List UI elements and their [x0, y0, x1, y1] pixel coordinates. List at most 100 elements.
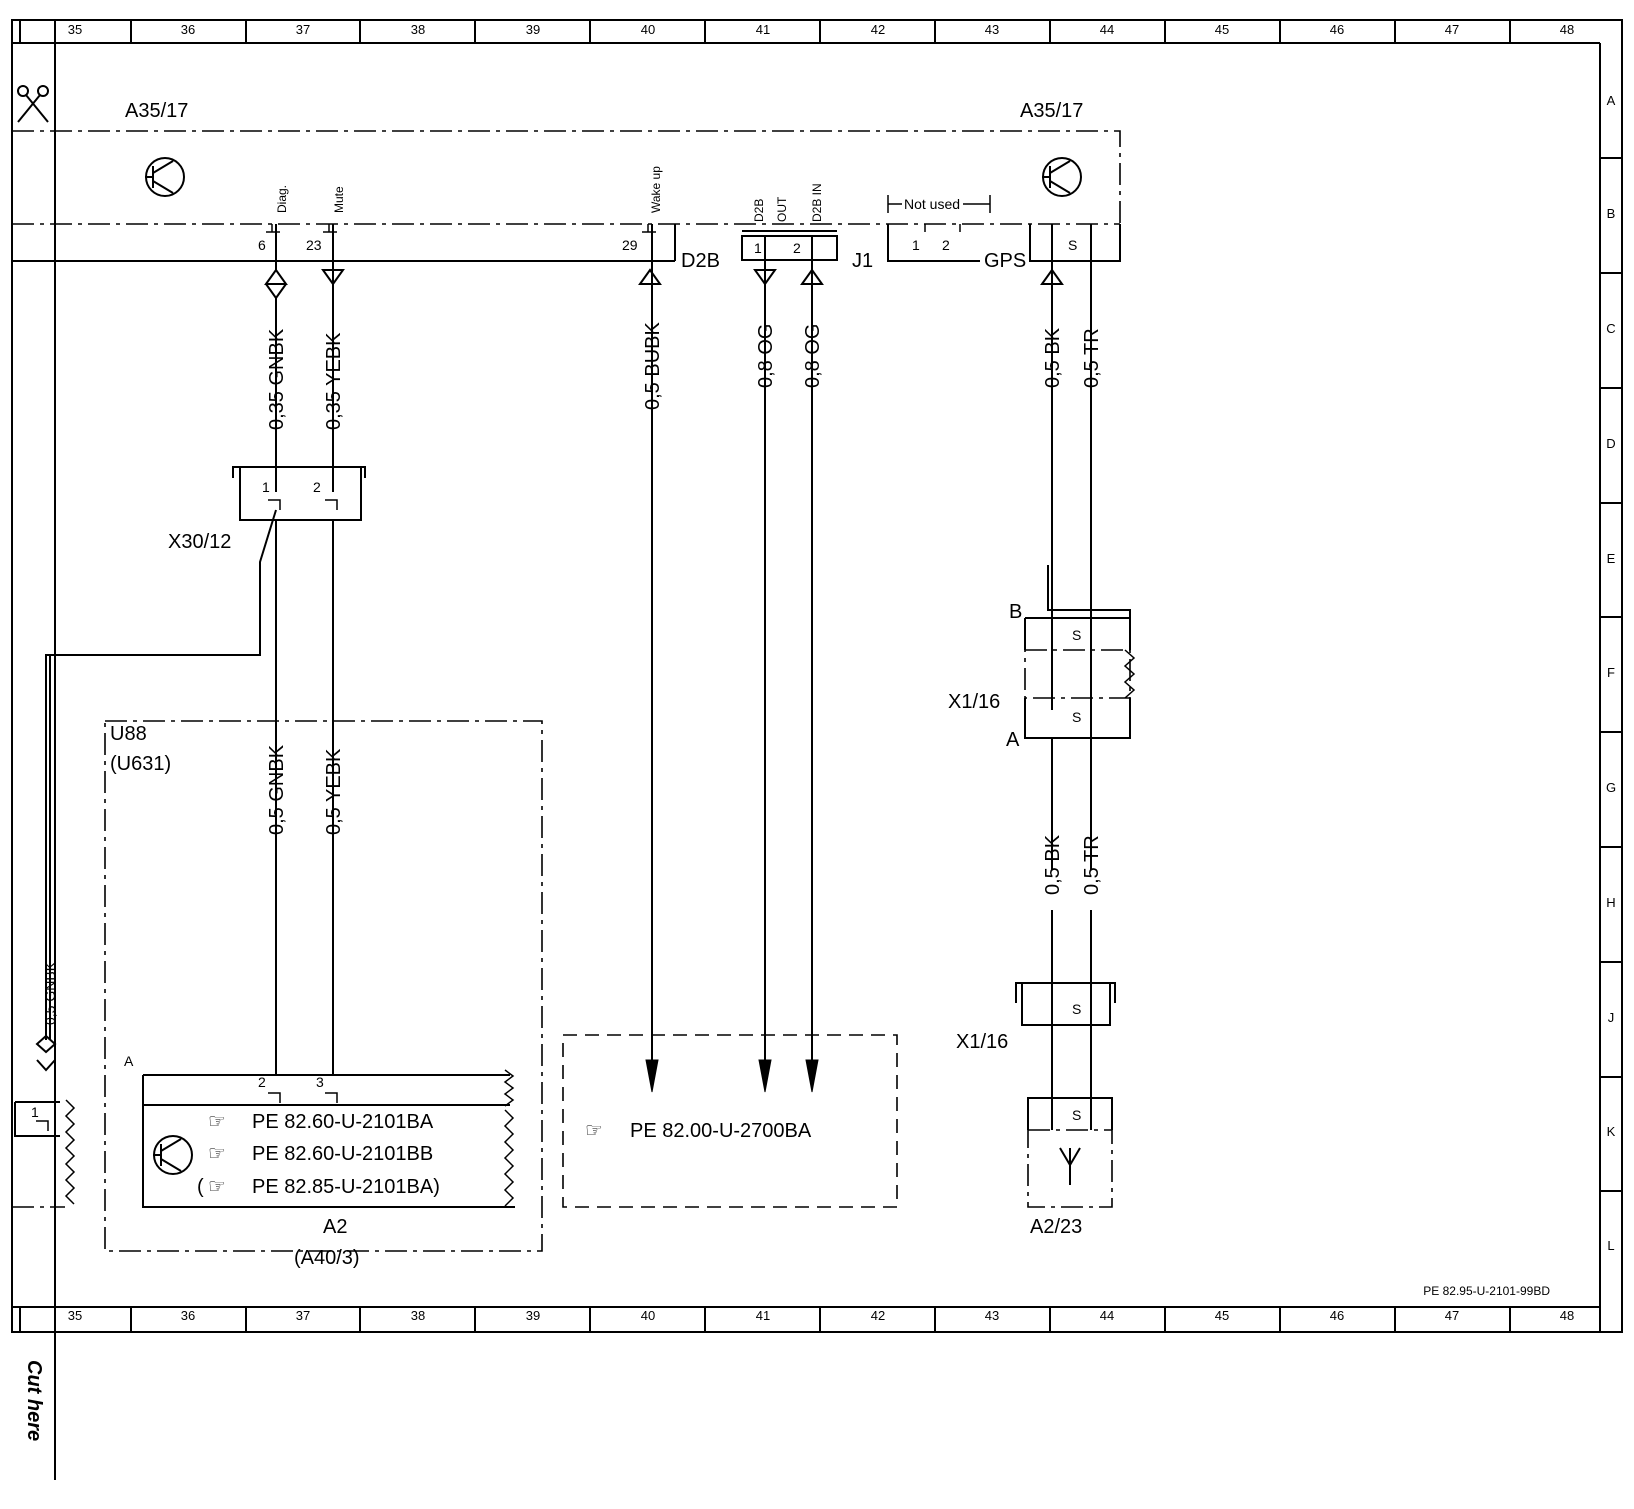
antenna-connector-housing: [1029, 224, 1121, 262]
ref-pe-82-00[interactable]: PE 82.00-U-2700BA: [630, 1120, 812, 1142]
signal-diag-label: Diag.: [275, 185, 289, 213]
transistor-icon: [1042, 157, 1082, 197]
column-label-bottom: 46: [1330, 1308, 1344, 1323]
row-label: F: [1607, 665, 1615, 680]
ref-pe-82-60-ba[interactable]: PE 82.60-U-2101BA: [252, 1111, 434, 1133]
pin-contact: [266, 224, 280, 233]
wire-label: 0,35 GNBK: [266, 328, 288, 430]
top-ruler-ticks: [19, 20, 1511, 43]
right-ruler-ticks: [1600, 157, 1622, 1192]
arrow-up-icon: [638, 268, 662, 285]
column-label-bottom: 45: [1215, 1308, 1229, 1323]
signal-mute-label: Mute: [332, 186, 346, 213]
a2-23-connector: [1027, 1097, 1113, 1130]
signal-d2b-in-label: D2B IN: [810, 183, 824, 222]
break-mark: [503, 1109, 515, 1207]
column-label: 45: [1215, 22, 1229, 37]
connector-b-label: B: [1009, 601, 1022, 623]
connector-x30-12-label: X30/12: [168, 531, 231, 553]
cut-here-label: Cut here: [23, 1360, 45, 1441]
scissors-icon: [17, 85, 49, 123]
column-label: 46: [1330, 22, 1344, 37]
document-id: PE 82.95-U-2101-99BD: [1423, 1284, 1550, 1298]
column-label: 47: [1445, 22, 1459, 37]
pin-label: S: [1072, 709, 1081, 725]
pin-contact: [268, 499, 281, 510]
hand-pointer-icon: ☞: [585, 1120, 603, 1142]
wire-label: 0,8 OG: [755, 324, 777, 388]
x1-16-bottom-connector-top: [1015, 982, 1116, 1003]
component-u631-label: (U631): [110, 753, 171, 775]
pin-label: 3: [316, 1074, 324, 1090]
arrowhead-icon: [645, 1059, 659, 1093]
arrowhead-icon: [805, 1059, 819, 1093]
x1-16-top-housing: [1047, 565, 1131, 650]
pin-label: 2: [942, 237, 950, 253]
connector-a-label: A: [1006, 729, 1020, 751]
component-a2-label: A2: [323, 1216, 347, 1238]
x1-16-lower-housing: [1024, 698, 1131, 739]
column-label-bottom: 35: [68, 1308, 82, 1323]
pin-label: 1: [262, 479, 270, 495]
column-label-bottom: 42: [871, 1308, 885, 1323]
column-label-bottom: 39: [526, 1308, 540, 1323]
column-label-bottom: 38: [411, 1308, 425, 1323]
wire-label: 0,8 OG: [802, 324, 824, 388]
pin-contact: [36, 1120, 49, 1131]
column-label: 37: [296, 22, 310, 37]
component-a40-3-label: (A40/3): [294, 1247, 360, 1269]
break-mark: [1123, 649, 1136, 699]
pin-label: 1: [31, 1104, 39, 1120]
pin-label: 2: [313, 479, 321, 495]
column-label: 44: [1100, 22, 1114, 37]
pin-label: 2: [793, 240, 801, 256]
row-label: J: [1608, 1010, 1615, 1025]
pin-contact: [325, 499, 338, 510]
pin-contact: [325, 1092, 338, 1103]
connector-x30-12-top: [232, 466, 366, 478]
column-label: 48: [1560, 22, 1574, 37]
signal-d2b-label: D2B: [752, 199, 766, 222]
pin-label: S: [1068, 237, 1077, 253]
connector-x1-16-label: X1/16: [956, 1031, 1008, 1053]
column-label: 39: [526, 22, 540, 37]
pin-label: S: [1072, 627, 1081, 643]
pin-contact: [268, 1092, 281, 1103]
column-label-bottom: 37: [296, 1308, 310, 1323]
pin-label: 29: [622, 237, 638, 253]
signal-wake-up-label: Wake up: [649, 166, 663, 213]
connector-d2b-label: D2B: [681, 250, 720, 272]
wire-label: 0,5 BK: [1042, 834, 1064, 895]
wire-label: 0,5 TR: [1081, 835, 1103, 895]
component-u88-label: U88: [110, 723, 147, 745]
pin-contact: [323, 224, 337, 233]
break-mark: [64, 1099, 76, 1205]
x1-16-bottom-connector: [1021, 983, 1111, 1026]
column-label-bottom: 41: [756, 1308, 770, 1323]
ref-paren: (: [197, 1176, 204, 1198]
pin-label: 23: [306, 237, 322, 253]
column-label: 36: [181, 22, 195, 37]
column-label: 40: [641, 22, 655, 37]
wire-label: 0,5 BK: [1042, 327, 1064, 388]
connector-x1-16-label: X1/16: [948, 691, 1000, 713]
a35-17-boundary-top: [12, 130, 1121, 224]
component-a2-23-label: A2/23: [1030, 1216, 1082, 1238]
wire-label: 0,5 GNBK: [266, 744, 288, 835]
connector-a-label: A: [124, 1053, 134, 1069]
column-label-bottom: 43: [985, 1308, 999, 1323]
wire-label: 0,5 TR: [1081, 328, 1103, 388]
bottom-ruler-ticks: [19, 1307, 1511, 1332]
row-label: C: [1606, 321, 1615, 336]
bidirectional-arrow-icon: [35, 1034, 57, 1072]
column-label-bottom: 48: [1560, 1308, 1574, 1323]
wire-label: 0,5 GNBK: [42, 961, 58, 1025]
ref-pe-82-60-bb[interactable]: PE 82.60-U-2101BB: [252, 1143, 433, 1165]
a2-housing: [142, 1105, 515, 1208]
ref-pe-82-85-ba[interactable]: PE 82.85-U-2101BA): [252, 1176, 440, 1198]
column-label: 41: [756, 22, 770, 37]
connector-x30-12: [239, 467, 362, 521]
column-label-bottom: 47: [1445, 1308, 1459, 1323]
